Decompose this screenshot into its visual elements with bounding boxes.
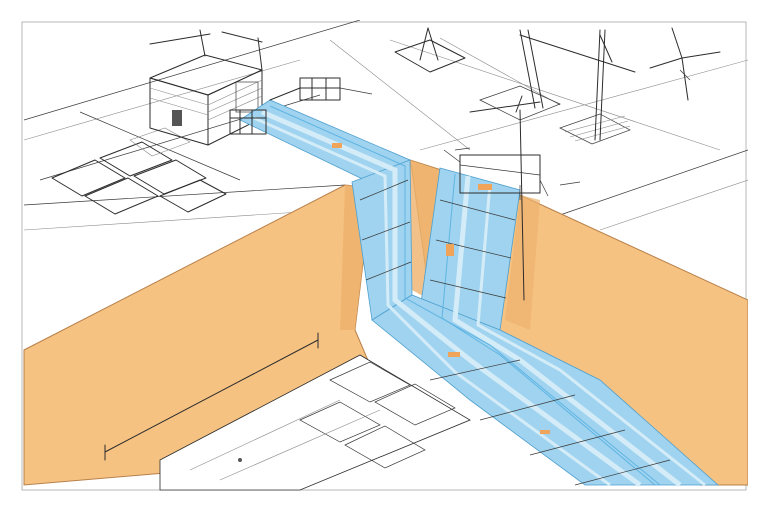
water-channel bbox=[239, 99, 720, 488]
trench-floor-plan bbox=[159, 354, 471, 491]
building-icon bbox=[149, 29, 263, 146]
tower-crane-icon bbox=[419, 27, 636, 301]
sluice-gate-icon bbox=[229, 77, 541, 194]
paving-tiles-left bbox=[51, 127, 227, 215]
wind-turbine-icon bbox=[649, 27, 721, 101]
site-plan-lines bbox=[21, 20, 748, 491]
survey-pad bbox=[394, 39, 466, 73]
canal-trench-illustration bbox=[21, 20, 748, 491]
annotation-lines bbox=[454, 147, 581, 200]
